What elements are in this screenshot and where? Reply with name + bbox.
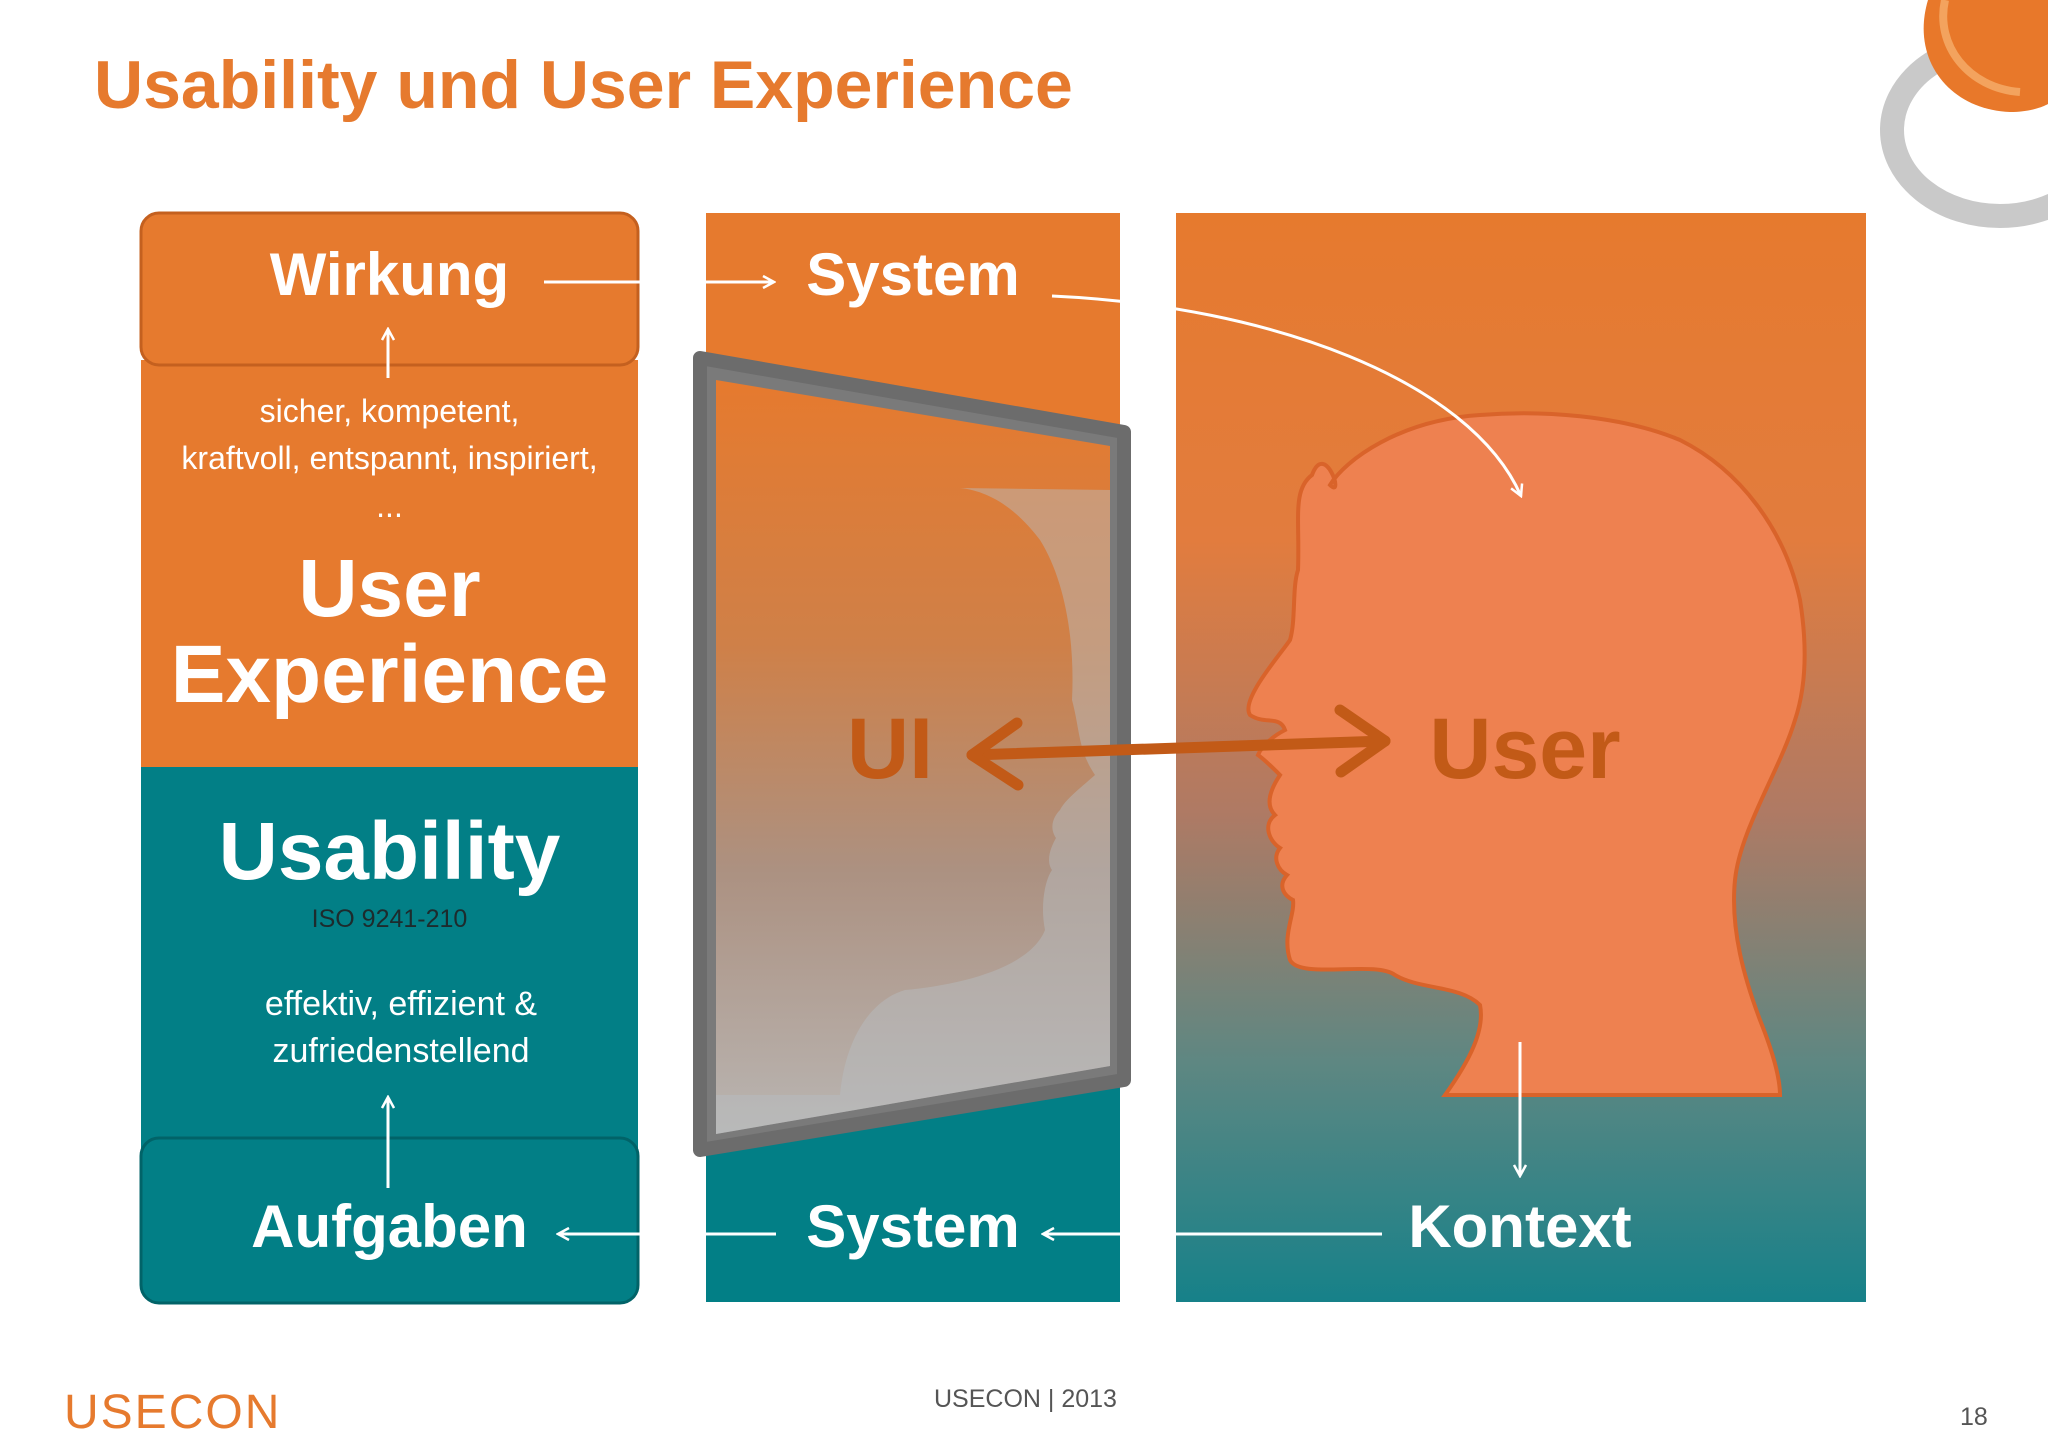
emotions-line-2: kraftvoll, entspannt, inspiriert, <box>181 440 598 476</box>
page-title: Usability und User Experience <box>94 47 1073 123</box>
label-user: User <box>1429 701 1621 797</box>
label-aufgaben: Aufgaben <box>251 1193 528 1260</box>
label-usability: Usability <box>218 806 561 897</box>
usecon-logo: USECON <box>64 1386 282 1439</box>
footer-caption: USECON | 2013 <box>934 1385 1117 1413</box>
mirror-screen <box>693 351 1131 1157</box>
quality-line-2: zufriedenstellend <box>272 1032 530 1070</box>
label-system-top: System <box>806 241 1020 308</box>
arrow-system-to-user <box>1051 294 1521 496</box>
label-ui: UI <box>847 701 933 797</box>
mirror-face-reflection <box>716 488 1110 1134</box>
iso-reference: ISO 9241-210 <box>311 905 468 933</box>
label-user-experience-line-2: Experience <box>170 629 609 720</box>
label-wirkung: Wirkung <box>269 241 510 308</box>
emotions-line-3: ... <box>376 488 403 524</box>
page-number: 18 <box>1960 1403 1988 1431</box>
label-system-bottom: System <box>806 1193 1020 1260</box>
user-experience-panel <box>141 360 638 767</box>
label-kontext: Kontext <box>1408 1193 1632 1260</box>
ui-user-double-arrow <box>966 704 1391 791</box>
ring-decoration <box>1880 0 2048 228</box>
emotions-line-1: sicher, kompetent, <box>259 393 520 429</box>
quality-line-1: effektiv, effizient & <box>264 985 538 1023</box>
head-silhouette <box>1246 411 1807 1097</box>
label-user-experience-line-1: User <box>298 543 481 634</box>
